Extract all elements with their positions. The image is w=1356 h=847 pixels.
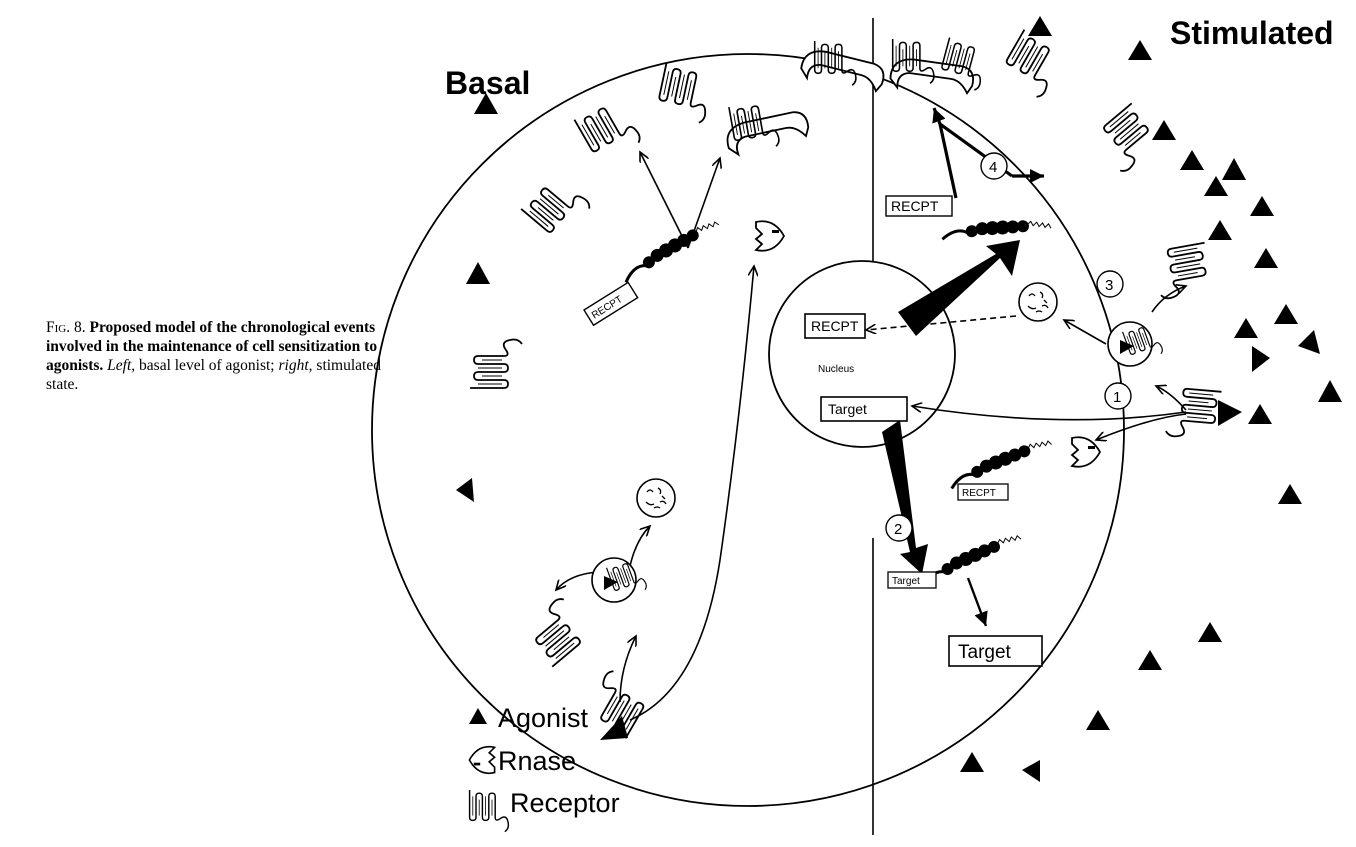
arrow xyxy=(1064,320,1107,345)
degraded-vesicle-icon xyxy=(636,478,676,518)
legend-receptor-icon xyxy=(468,789,510,833)
caption-left-label: Left xyxy=(107,357,132,374)
receptor-icon xyxy=(997,28,1068,100)
export-wedge-arrow xyxy=(882,420,928,574)
arrow xyxy=(1151,286,1186,313)
export-wedge-arrow xyxy=(898,240,1020,336)
legend-rnase-label: Rnase xyxy=(498,746,576,776)
caption-fig-label: Fig. 8. xyxy=(46,319,86,336)
legend-receptor-label: Receptor xyxy=(510,788,620,818)
step2-badge xyxy=(885,514,913,542)
endosome-icon xyxy=(1108,321,1164,366)
step1-badge xyxy=(1104,382,1132,410)
protein-target-box: Target xyxy=(948,635,1043,667)
step4-number: 4 xyxy=(989,159,997,176)
agonist-icon xyxy=(474,93,498,114)
nucleus-label: Nucleus xyxy=(818,364,854,375)
nucleus-target-box: Target xyxy=(820,396,908,422)
nucleus-recpt-box: RECPT xyxy=(804,313,866,339)
svg-text:Target: Target xyxy=(892,576,920,587)
arrow xyxy=(1156,386,1187,411)
agonist-cluster xyxy=(960,16,1342,782)
rnase-icon xyxy=(755,220,785,252)
legend: Agonist Rnase Receptor xyxy=(468,703,620,833)
receptor-icon xyxy=(1152,241,1214,301)
step4-badge xyxy=(980,152,1008,180)
receptor-icon xyxy=(573,94,644,166)
svg-text:Target: Target xyxy=(828,401,867,417)
step1-number: 1 xyxy=(1113,389,1121,406)
agonist-icon xyxy=(456,478,474,502)
arrow xyxy=(1096,413,1187,440)
caption-title: Proposed model of the chronological even… xyxy=(46,319,378,374)
cell-membrane xyxy=(371,53,1125,807)
figure-caption: Fig. 8. Proposed model of the chronologi… xyxy=(46,318,406,394)
step2-number: 2 xyxy=(894,521,902,538)
mrna-recpt-label: RECPT xyxy=(583,281,639,327)
receptor-icon xyxy=(520,595,593,668)
golgi-icon xyxy=(888,55,976,99)
agonist-icon xyxy=(466,262,490,284)
legend-rnase-icon xyxy=(468,745,496,775)
legend-agonist-label: Agonist xyxy=(498,703,589,733)
arrow xyxy=(687,158,720,249)
svg-text:RECPT: RECPT xyxy=(891,198,939,214)
mrna-icon xyxy=(945,439,1058,491)
upper-recpt-label: RECPT xyxy=(885,195,953,217)
rnase-icon xyxy=(1071,436,1101,468)
svg-text:RECPT: RECPT xyxy=(811,318,859,334)
degraded-vesicle-icon xyxy=(1018,282,1058,322)
stimulated-label: Stimulated xyxy=(1170,15,1334,51)
arrow xyxy=(912,406,1187,421)
mrna-icon xyxy=(615,219,729,284)
receptor-icon xyxy=(469,338,523,389)
arrow xyxy=(629,526,650,567)
step3-badge xyxy=(1096,270,1124,298)
translation-arrow xyxy=(966,577,988,627)
arrow xyxy=(619,636,636,703)
lower-recpt-label: RECPT xyxy=(957,483,1009,501)
receptor-icon xyxy=(1091,102,1164,175)
agonist-icon xyxy=(1218,400,1242,426)
caption-right-text: , stimulated state. xyxy=(46,357,381,393)
endosome-icon xyxy=(592,557,648,602)
step4-arrow-up xyxy=(932,107,946,125)
svg-text:RECPT: RECPT xyxy=(962,488,996,499)
svg-text:Target: Target xyxy=(958,642,1012,663)
receptor-icon xyxy=(520,170,594,244)
basal-label: Basal xyxy=(445,65,530,101)
step3-number: 3 xyxy=(1105,277,1113,294)
receptor-icon xyxy=(654,61,715,125)
caption-left-text: , basal level of agonist; xyxy=(131,357,275,374)
dashed-arrow xyxy=(866,315,1017,330)
legend-agonist-icon xyxy=(469,708,487,724)
agonist-icon xyxy=(600,716,628,740)
caption-right-label: right xyxy=(278,357,309,374)
small-target-label: Target xyxy=(887,571,937,589)
arrow xyxy=(640,152,689,249)
arrow xyxy=(629,266,754,721)
